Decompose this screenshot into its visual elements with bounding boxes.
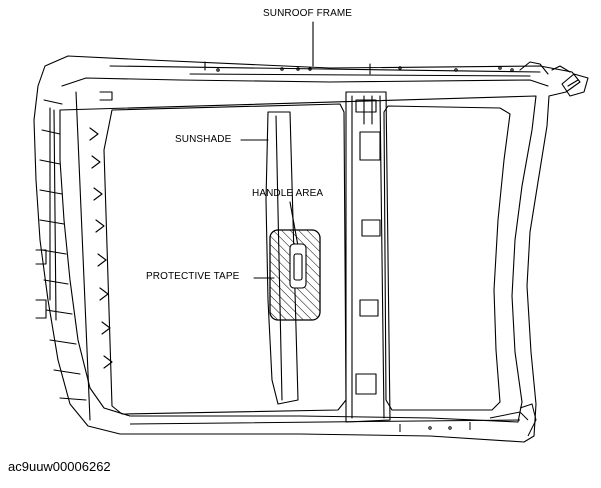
frame-inner-outline — [59, 77, 549, 423]
glass-opening-right — [383, 105, 511, 411]
top-rail-detail — [109, 61, 571, 77]
figure-code: ac9uuw00006262 — [8, 459, 111, 474]
label-handle-area: HANDLE AREA — [252, 188, 324, 199]
sunshade-handle — [289, 243, 307, 289]
bottom-rail-detail — [129, 403, 537, 437]
front-right-bracket — [561, 73, 589, 97]
label-sunshade: SUNSHADE — [175, 134, 232, 145]
label-protective-tape: PROTECTIVE TAPE — [146, 271, 240, 282]
center-cross-member — [345, 91, 391, 423]
left-rail-ribs — [39, 91, 91, 421]
top-rail-holes — [216, 66, 514, 72]
left-rail-tabs — [35, 91, 113, 319]
left-sawtooth — [89, 127, 113, 369]
label-sunroof-frame: SUNROOF FRAME — [263, 8, 353, 19]
glass-opening-left — [103, 103, 347, 415]
